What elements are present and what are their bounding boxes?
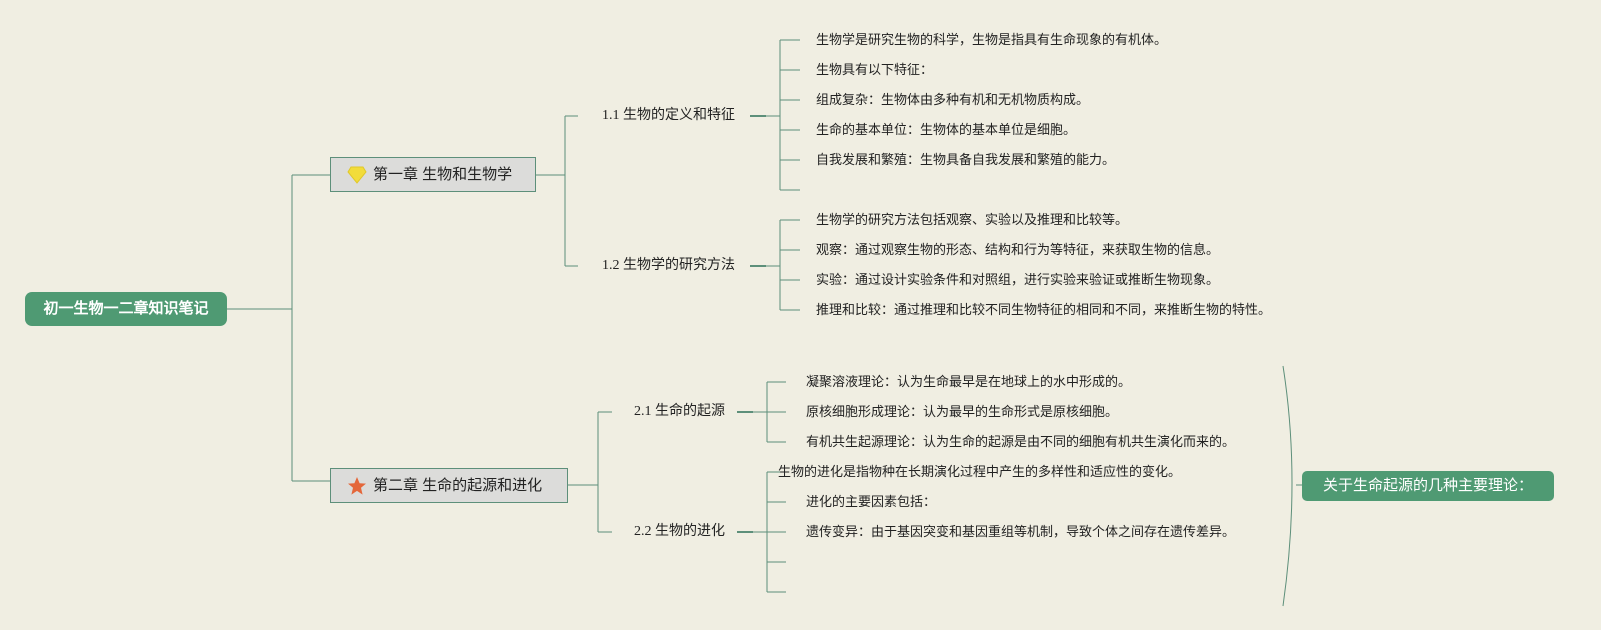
leaf-1-1-5[interactable]: 自我发展和繁殖：生物具备自我发展和繁殖的能力。: [816, 152, 1116, 167]
connector-ch2: [568, 411, 612, 533]
root-topic[interactable]: 初一生物一二章知识笔记: [25, 292, 227, 326]
section-2-1-topic[interactable]: 2.1 生命的起源: [634, 404, 725, 419]
section-1-2-topic[interactable]: 1.2 生物学的研究方法: [602, 258, 735, 273]
leaf-1-1-4[interactable]: 生命的基本单位：生物体的基本单位是细胞。: [816, 122, 1077, 137]
summary-bracket: [1282, 365, 1293, 607]
leaf-2-2-3[interactable]: 遗传变异：由于基因突变和基因重组等机制，导致个体之间存在遗传差异。: [806, 524, 1236, 539]
leaf-2-1-3[interactable]: 有机共生起源理论：认为生命的起源是由不同的细胞有机共生演化而来的。: [806, 434, 1236, 449]
summary-topic[interactable]: 关于生命起源的几种主要理论：: [1302, 471, 1554, 501]
diamond-icon: [347, 166, 367, 184]
leaf-1-2-2[interactable]: 观察：通过观察生物的形态、结构和行为等特征，来获取生物的信息。: [816, 242, 1220, 257]
leaf-2-2-2[interactable]: 进化的主要因素包括：: [806, 494, 937, 509]
chapter-1-topic[interactable]: 第一章 生物和生物学: [330, 157, 536, 192]
leaf-2-2-1[interactable]: 生物的进化是指物种在长期演化过程中产生的多样性和适应性的变化。: [778, 464, 1182, 479]
leaf-2-1-2[interactable]: 原核细胞形成理论：认为最早的生命形式是原核细胞。: [806, 404, 1119, 419]
section-1-1-topic[interactable]: 1.1 生物的定义和特征: [602, 108, 735, 123]
connector-ch1: [536, 115, 578, 267]
leaf-1-2-4[interactable]: 推理和比较：通过推理和比较不同生物特征的相同和不同，来推断生物的特性。: [816, 302, 1272, 317]
star-icon: [347, 476, 367, 496]
connector-root: [227, 174, 330, 482]
leaf-1-1-1[interactable]: 生物学是研究生物的科学，生物是指具有生命现象的有机体。: [816, 32, 1168, 47]
chapter-2-title: 第二章 生命的起源和进化: [373, 477, 543, 494]
leaf-1-1-3[interactable]: 组成复杂：生物体由多种有机和无机物质构成。: [816, 92, 1090, 107]
leaf-1-1-2[interactable]: 生物具有以下特征：: [816, 62, 934, 77]
chapter-2-topic[interactable]: 第二章 生命的起源和进化: [330, 468, 568, 503]
chapter-1-title: 第一章 生物和生物学: [373, 166, 513, 183]
leaf-2-1-1[interactable]: 凝聚溶液理论：认为生命最早是在地球上的水中形成的。: [806, 374, 1132, 389]
leaf-1-2-3[interactable]: 实验：通过设计实验条件和对照组，进行实验来验证或推断生物现象。: [816, 272, 1220, 287]
section-2-2-topic[interactable]: 2.2 生物的进化: [634, 524, 725, 539]
leaf-1-2-1[interactable]: 生物学的研究方法包括观察、实验以及推理和比较等。: [816, 212, 1129, 227]
